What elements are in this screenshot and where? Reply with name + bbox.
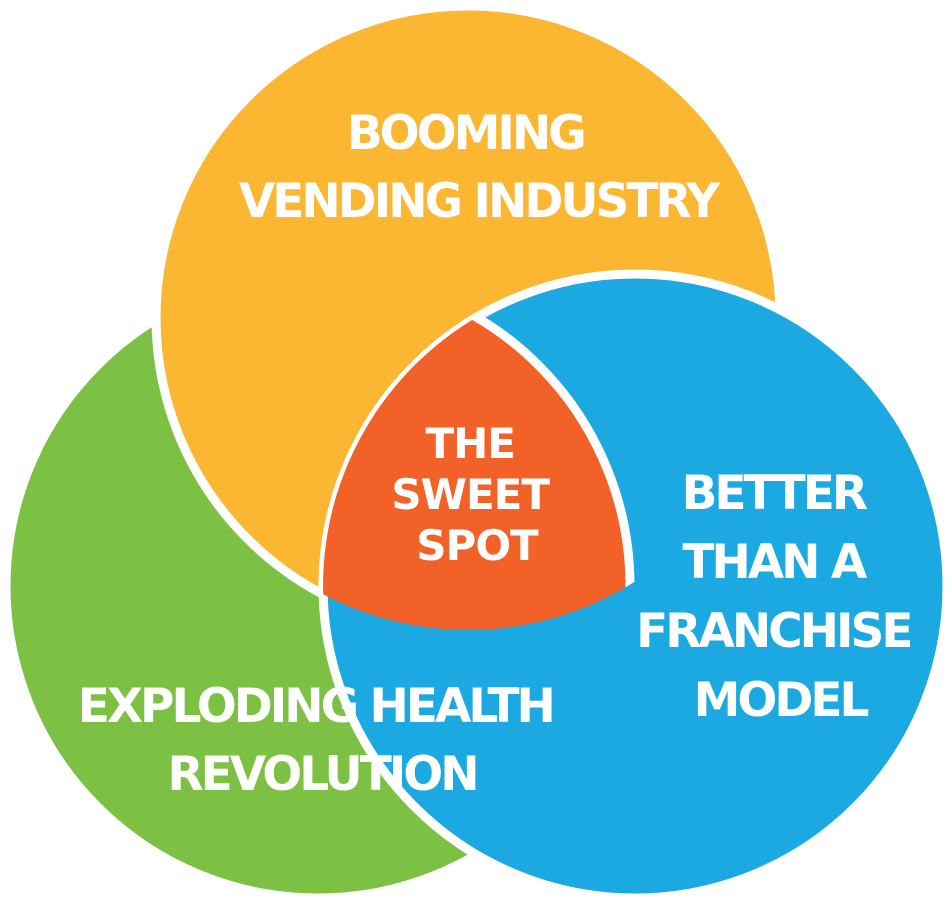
top-label-line-1: BOOMING xyxy=(347,106,584,161)
right-label-line-2: THAN A xyxy=(682,535,867,590)
right-label-line-3: FRANCHISE xyxy=(636,604,910,659)
left-label-line-2: REVOLUTION xyxy=(167,747,476,802)
right-label-line-1: BETTER xyxy=(682,466,868,521)
top-circle-label: BOOMING VENDING INDUSTRY xyxy=(239,106,721,229)
left-circle-label: EXPLODING HEALTH REVOLUTION xyxy=(78,679,567,802)
sweet-spot-label: THE SWEET SPOT xyxy=(391,419,562,570)
top-label-line-2: VENDING INDUSTRY xyxy=(239,174,721,229)
sweet-spot-line-1: THE xyxy=(425,419,515,468)
sweet-spot-line-2: SWEET xyxy=(391,470,550,519)
left-label-line-1: EXPLODING HEALTH xyxy=(78,679,553,734)
sweet-spot-line-3: SPOT xyxy=(416,521,539,570)
right-circle-label: BETTER THAN A FRANCHISE MODEL xyxy=(636,466,924,728)
right-label-line-4: MODEL xyxy=(694,673,869,728)
